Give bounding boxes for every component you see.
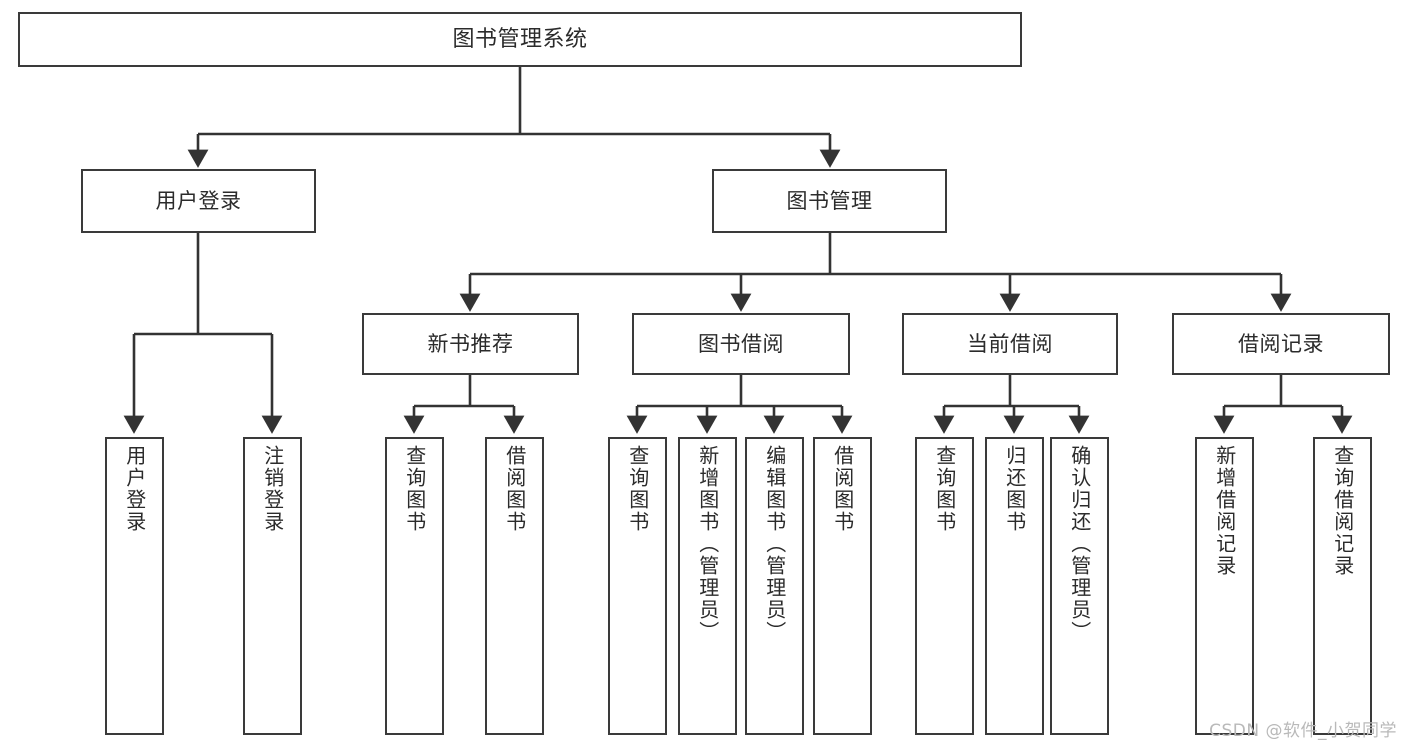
watermark: CSDN @软件_小贺同学 (1209, 721, 1397, 741)
node-root-label: 图书管理系统 (452, 26, 588, 52)
node-current-borrow[interactable]: 当前借阅 (902, 313, 1118, 375)
node-leaf-add-record[interactable]: 新增借阅记录 (1195, 437, 1254, 735)
node-leaf-user-login[interactable]: 用户登录 (105, 437, 164, 735)
node-leaf-query-book-1[interactable]: 查询图书 (385, 437, 444, 735)
node-new-book-recommend[interactable]: 新书推荐 (362, 313, 579, 375)
node-user-login[interactable]: 用户登录 (81, 169, 316, 233)
node-leaf-return-book[interactable]: 归还图书 (985, 437, 1044, 735)
node-root[interactable]: 图书管理系统 (18, 12, 1022, 67)
node-leaf-query-book-2-label: 查询图书 (625, 445, 650, 533)
node-leaf-query-book-2[interactable]: 查询图书 (608, 437, 667, 735)
node-new-book-recommend-label: 新书推荐 (427, 331, 514, 356)
node-user-login-label: 用户登录 (155, 188, 242, 213)
node-leaf-query-record[interactable]: 查询借阅记录 (1313, 437, 1372, 735)
node-borrow-record[interactable]: 借阅记录 (1172, 313, 1390, 375)
node-leaf-confirm-return-label: 确认归还（管理员） (1067, 445, 1092, 643)
node-book-borrow[interactable]: 图书借阅 (632, 313, 850, 375)
node-leaf-confirm-return[interactable]: 确认归还（管理员） (1050, 437, 1109, 735)
node-leaf-add-book[interactable]: 新增图书（管理员） (678, 437, 737, 735)
node-book-manage[interactable]: 图书管理 (712, 169, 947, 233)
node-leaf-edit-book-label: 编辑图书（管理员） (762, 445, 787, 643)
node-leaf-return-book-label: 归还图书 (1002, 445, 1027, 533)
node-leaf-query-book-3[interactable]: 查询图书 (915, 437, 974, 735)
node-borrow-record-label: 借阅记录 (1238, 331, 1324, 356)
node-leaf-borrow-book-2-label: 借阅图书 (830, 445, 855, 533)
node-leaf-borrow-book-2[interactable]: 借阅图书 (813, 437, 872, 735)
node-leaf-edit-book[interactable]: 编辑图书（管理员） (745, 437, 804, 735)
node-leaf-add-book-label: 新增图书（管理员） (695, 445, 720, 643)
node-leaf-query-book-3-label: 查询图书 (932, 445, 957, 533)
node-leaf-logout-login[interactable]: 注销登录 (243, 437, 302, 735)
node-leaf-borrow-book-1[interactable]: 借阅图书 (485, 437, 544, 735)
node-current-borrow-label: 当前借阅 (967, 331, 1053, 356)
node-book-borrow-label: 图书借阅 (698, 331, 784, 356)
node-leaf-borrow-book-1-label: 借阅图书 (502, 445, 527, 533)
node-leaf-query-book-1-label: 查询图书 (402, 445, 427, 533)
node-leaf-add-record-label: 新增借阅记录 (1212, 445, 1237, 577)
node-book-manage-label: 图书管理 (786, 188, 873, 213)
node-leaf-user-login-label: 用户登录 (122, 445, 147, 533)
node-leaf-logout-login-label: 注销登录 (260, 445, 285, 533)
node-leaf-query-record-label: 查询借阅记录 (1330, 445, 1355, 577)
